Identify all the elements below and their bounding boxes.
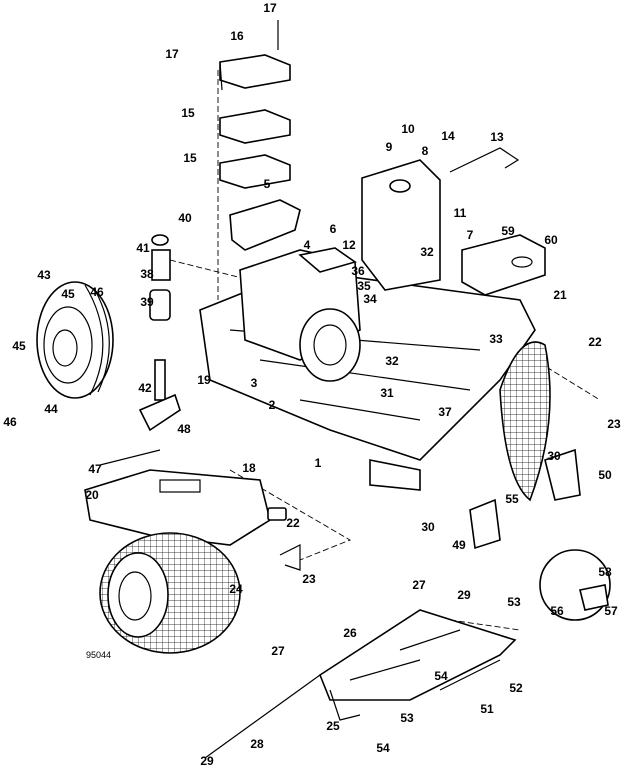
callout-41: 41 (136, 241, 150, 255)
callout-40: 40 (178, 211, 192, 225)
callout-60: 60 (544, 233, 558, 247)
callout-51: 51 (480, 702, 494, 716)
callout-32: 32 (420, 245, 434, 259)
callout-2: 2 (269, 398, 276, 412)
callout-14: 14 (441, 129, 455, 143)
callout-58: 58 (598, 565, 612, 579)
callout-5: 5 (264, 177, 271, 191)
callout-37: 37 (438, 405, 452, 419)
callout-22: 22 (286, 516, 300, 530)
callout-53: 53 (507, 595, 521, 609)
tool-tray (461, 234, 546, 296)
callout-56: 56 (550, 604, 564, 618)
callout-6: 6 (330, 222, 337, 236)
callout-4: 4 (304, 238, 311, 252)
footrest-assembly (204, 609, 517, 759)
callout-42: 42 (138, 381, 152, 395)
fuel-tank (361, 147, 520, 291)
callout-52: 52 (509, 681, 523, 695)
callout-20: 20 (85, 488, 99, 502)
callout-35: 35 (357, 279, 371, 293)
callout-28: 28 (250, 737, 264, 751)
callout-36: 36 (351, 264, 365, 278)
callout-54: 54 (434, 669, 448, 683)
callout-30: 30 (421, 520, 435, 534)
callout-13: 13 (490, 130, 504, 144)
callout-1: 1 (315, 456, 322, 470)
callout-16: 16 (230, 29, 244, 43)
callout-29: 29 (200, 754, 214, 768)
callout-50: 50 (598, 468, 612, 482)
callout-32: 32 (385, 354, 399, 368)
callout-11: 11 (454, 206, 467, 220)
callout-17: 17 (263, 1, 277, 15)
callout-31: 31 (380, 386, 394, 400)
front-wheel (99, 532, 241, 654)
rear-wheel-left (36, 281, 114, 399)
caster-assembly (99, 234, 181, 466)
callout-23: 23 (302, 572, 316, 586)
callout-15: 15 (181, 106, 195, 120)
callout-23: 23 (607, 417, 621, 431)
callout-27: 27 (412, 578, 426, 592)
callout-45: 45 (12, 339, 26, 353)
callout-46: 46 (3, 415, 17, 429)
callout-8: 8 (422, 144, 429, 158)
callout-9: 9 (386, 140, 393, 154)
callout-38: 38 (140, 267, 154, 281)
callout-47: 47 (88, 462, 102, 476)
callout-24: 24 (229, 582, 243, 596)
callout-43: 43 (37, 268, 51, 282)
callout-30: 30 (547, 449, 561, 463)
callout-54: 54 (376, 741, 390, 755)
callout-26: 26 (343, 626, 357, 640)
fender-left (84, 469, 301, 571)
callout-44: 44 (44, 402, 58, 416)
callout-49: 49 (452, 538, 466, 552)
callout-45: 45 (61, 287, 75, 301)
callout-48: 48 (177, 422, 191, 436)
callout-17: 17 (165, 47, 179, 61)
callout-19: 19 (197, 373, 211, 387)
callout-25: 25 (326, 719, 340, 733)
callout-59: 59 (501, 224, 515, 238)
callout-22: 22 (588, 335, 602, 349)
callout-29: 29 (457, 588, 471, 602)
rear-wheel-right (499, 341, 551, 502)
callout-3: 3 (251, 376, 258, 390)
bracket-assemblies (469, 448, 611, 621)
callout-57: 57 (604, 604, 618, 618)
callout-27: 27 (271, 644, 285, 658)
callout-33: 33 (489, 332, 503, 346)
callout-53: 53 (400, 711, 414, 725)
callout-34: 34 (363, 292, 377, 306)
engine (239, 247, 361, 382)
callout-15: 15 (183, 151, 197, 165)
callout-21: 21 (553, 288, 567, 302)
callout-12: 12 (342, 238, 356, 252)
engine-cover-panels (219, 20, 301, 251)
callout-7: 7 (467, 228, 474, 242)
callout-46: 46 (90, 285, 104, 299)
drawing-number: 95044 (86, 650, 111, 660)
callout-10: 10 (401, 122, 415, 136)
callout-18: 18 (242, 461, 256, 475)
callout-55: 55 (505, 492, 519, 506)
callout-39: 39 (140, 295, 154, 309)
